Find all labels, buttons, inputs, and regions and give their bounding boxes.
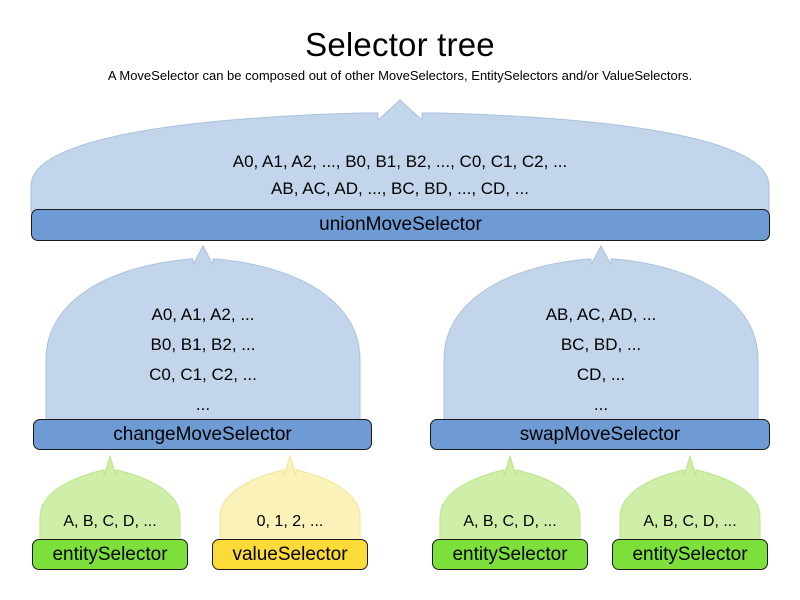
- change-move-selector-label: changeMoveSelector: [113, 423, 292, 445]
- swap-move-selector-label: swapMoveSelector: [519, 423, 681, 445]
- page-subtitle: A MoveSelector can be composed out of ot…: [107, 68, 693, 83]
- union-balloon-shape: [30, 99, 770, 213]
- swap-balloon-shape: [443, 244, 759, 424]
- node-union-move-selector[interactable]: unionMoveSelector: [31, 209, 770, 241]
- leaf-entity-2-balloon-shape: [439, 454, 581, 544]
- node-value-selector-1[interactable]: valueSelector: [212, 539, 368, 570]
- node-entity-selector-3[interactable]: entitySelector: [612, 539, 768, 570]
- node-entity-selector-2[interactable]: entitySelector: [432, 539, 588, 570]
- node-swap-move-selector[interactable]: swapMoveSelector: [430, 419, 770, 450]
- entity-selector-1-label: entitySelector: [52, 543, 168, 565]
- leaf-value-1-balloon-shape: [219, 454, 361, 544]
- value-selector-1-label: valueSelector: [232, 543, 348, 565]
- entity-selector-2-label: entitySelector: [452, 543, 568, 565]
- entity-selector-3-label: entitySelector: [632, 543, 748, 565]
- page-title: Selector tree: [305, 26, 495, 63]
- leaf-entity-1-balloon-shape: [39, 454, 181, 544]
- union-move-selector-label: unionMoveSelector: [319, 214, 482, 235]
- node-entity-selector-1[interactable]: entitySelector: [32, 539, 188, 570]
- node-change-move-selector[interactable]: changeMoveSelector: [33, 419, 372, 450]
- leaf-entity-3-balloon-shape: [619, 454, 761, 544]
- change-balloon-shape: [45, 244, 361, 424]
